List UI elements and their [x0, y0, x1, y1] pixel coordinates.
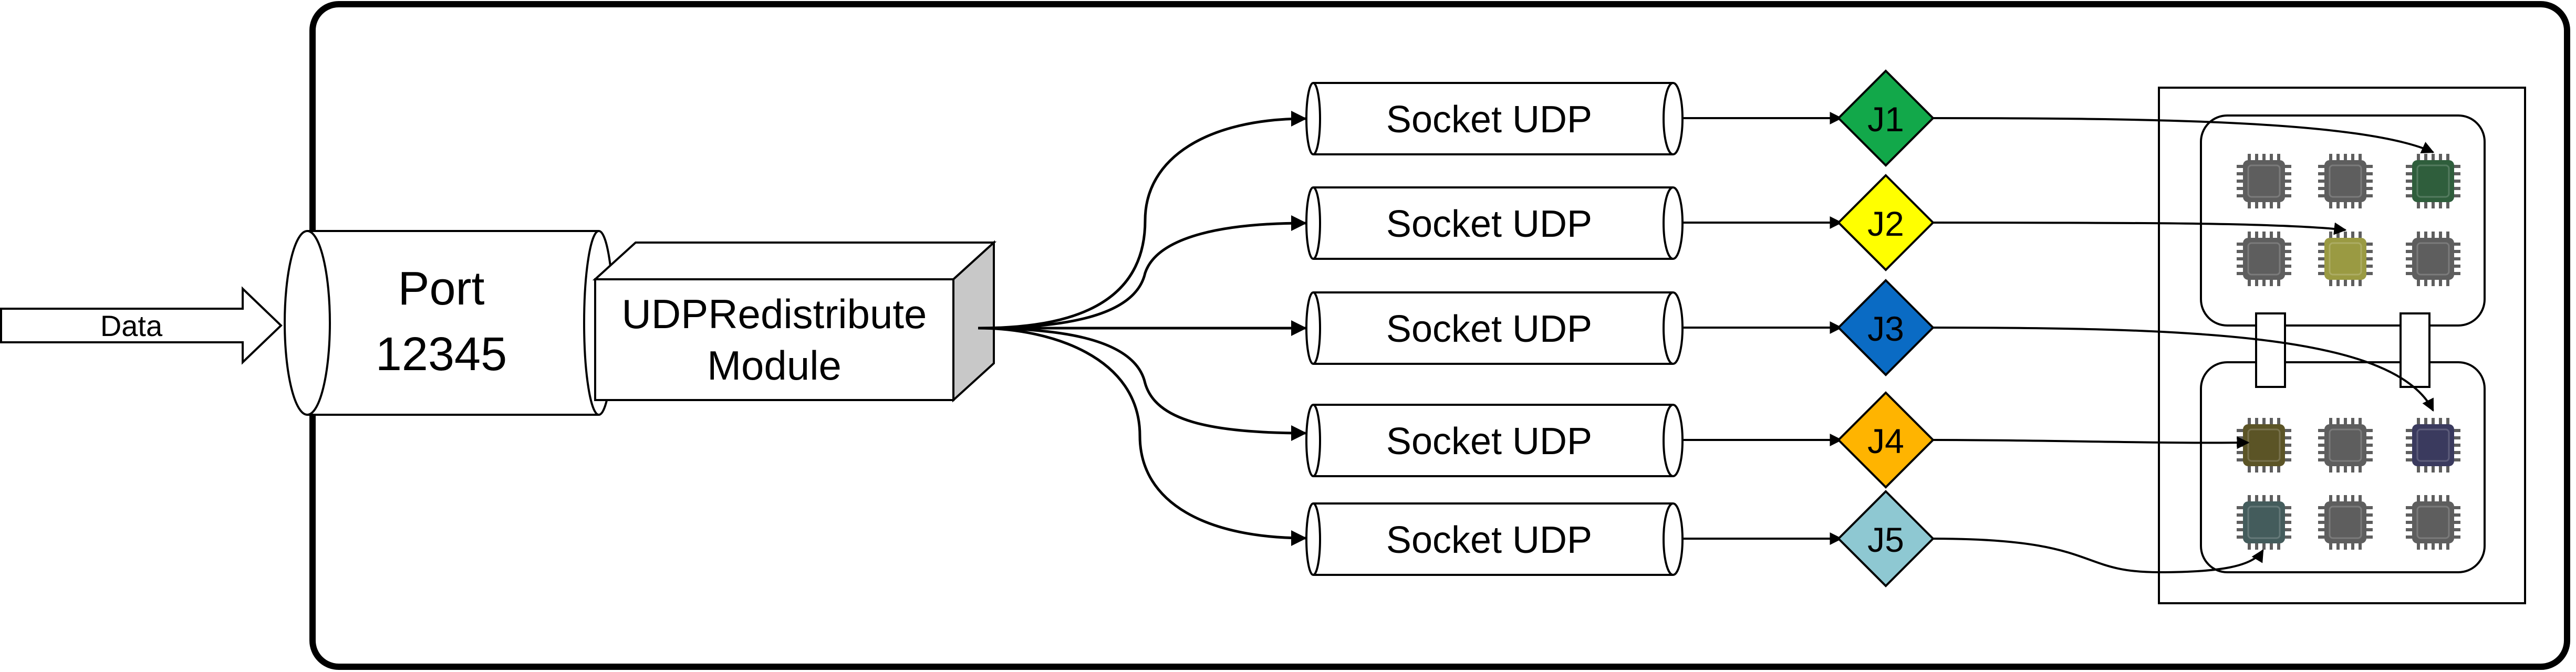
- job-j1-diamond: [1837, 69, 1935, 167]
- socket-udp-2: Socket UDP: [1305, 186, 1684, 260]
- chip-bottom-lower-left-icon: [2237, 495, 2291, 550]
- job-to-chip-links: [1933, 117, 2435, 574]
- chip-bottom-upper-left-icon: [2237, 418, 2291, 472]
- socket-to-job-links: [1684, 112, 1843, 545]
- job-j5: J5: [1837, 490, 1935, 587]
- chip-top-lower-right-icon: [2406, 232, 2460, 286]
- link-module-socket-5: [978, 327, 1307, 546]
- socket-udp-4: Socket UDP: [1305, 404, 1684, 477]
- job-j4-label: J4: [1867, 422, 1904, 460]
- job-j1: J1: [1837, 69, 1935, 167]
- link-module-socket-2: [978, 215, 1307, 330]
- port-label-line1: Port: [398, 262, 484, 315]
- job-j5-label: J5: [1867, 520, 1904, 559]
- data-input-arrow: Data: [0, 286, 283, 365]
- socket-udp-5-label: Socket UDP: [1386, 519, 1592, 561]
- link-job3-chip: [1933, 327, 2434, 412]
- port-cylinder: Port 12345: [284, 230, 615, 416]
- interconnect-right: [2400, 312, 2430, 388]
- processor-chips: [2237, 154, 2460, 550]
- module-to-socket-links: [978, 111, 1307, 546]
- chip-top-lower-middle-icon: [2318, 232, 2373, 286]
- data-input-label: Data: [100, 309, 163, 342]
- job-j5-diamond: [1837, 490, 1935, 587]
- socket-udp-3-label: Socket UDP: [1386, 308, 1592, 350]
- socket-udp-3: Socket UDP: [1305, 291, 1684, 365]
- module-label-line2: Module: [707, 342, 842, 388]
- socket-udp-1: Socket UDP: [1305, 82, 1684, 155]
- chip-top-upper-left-icon: [2237, 154, 2291, 208]
- socket-udp-4-label: Socket UDP: [1386, 421, 1592, 463]
- link-job5-chip: [1933, 538, 2264, 574]
- chip-top-upper-right-icon: [2406, 154, 2460, 208]
- link-module-socket-1: [978, 111, 1307, 330]
- chip-bottom-upper-middle-icon: [2318, 418, 2373, 472]
- link-module-socket-4: [978, 327, 1307, 441]
- job-j1-label: J1: [1867, 100, 1904, 139]
- job-j4-diamond: [1837, 391, 1935, 489]
- link-job1-chip: [1933, 117, 2435, 154]
- job-j3: J3: [1837, 279, 1935, 376]
- interconnect-left: [2255, 312, 2286, 388]
- module-label-line1: UDPRedistribute: [622, 291, 927, 337]
- chip-top-lower-left-icon: [2237, 232, 2291, 286]
- udp-redistribute-module: UDPRedistribute Module: [592, 240, 997, 403]
- socket-udp-1-label: Socket UDP: [1386, 99, 1592, 141]
- link-job4-chip: [1933, 436, 2250, 449]
- socket-udp-2-label: Socket UDP: [1386, 203, 1592, 245]
- job-j3-diamond: [1837, 279, 1935, 376]
- port-label-line2: 12345: [376, 328, 507, 381]
- job-j4: J4: [1837, 391, 1935, 489]
- chip-bottom-lower-right-icon: [2406, 495, 2460, 550]
- job-j2: J2: [1837, 174, 1935, 271]
- socket-udp-5: Socket UDP: [1305, 502, 1684, 576]
- link-job2-chip: [1933, 222, 2347, 235]
- job-j2-label: J2: [1867, 204, 1904, 243]
- chip-bottom-upper-right-icon: [2406, 418, 2460, 472]
- chip-top-upper-middle-icon: [2318, 154, 2373, 208]
- chip-bottom-lower-middle-icon: [2318, 495, 2373, 550]
- job-j2-diamond: [1837, 174, 1935, 271]
- processor-board-top: [2200, 114, 2486, 327]
- job-j3-label: J3: [1867, 309, 1904, 348]
